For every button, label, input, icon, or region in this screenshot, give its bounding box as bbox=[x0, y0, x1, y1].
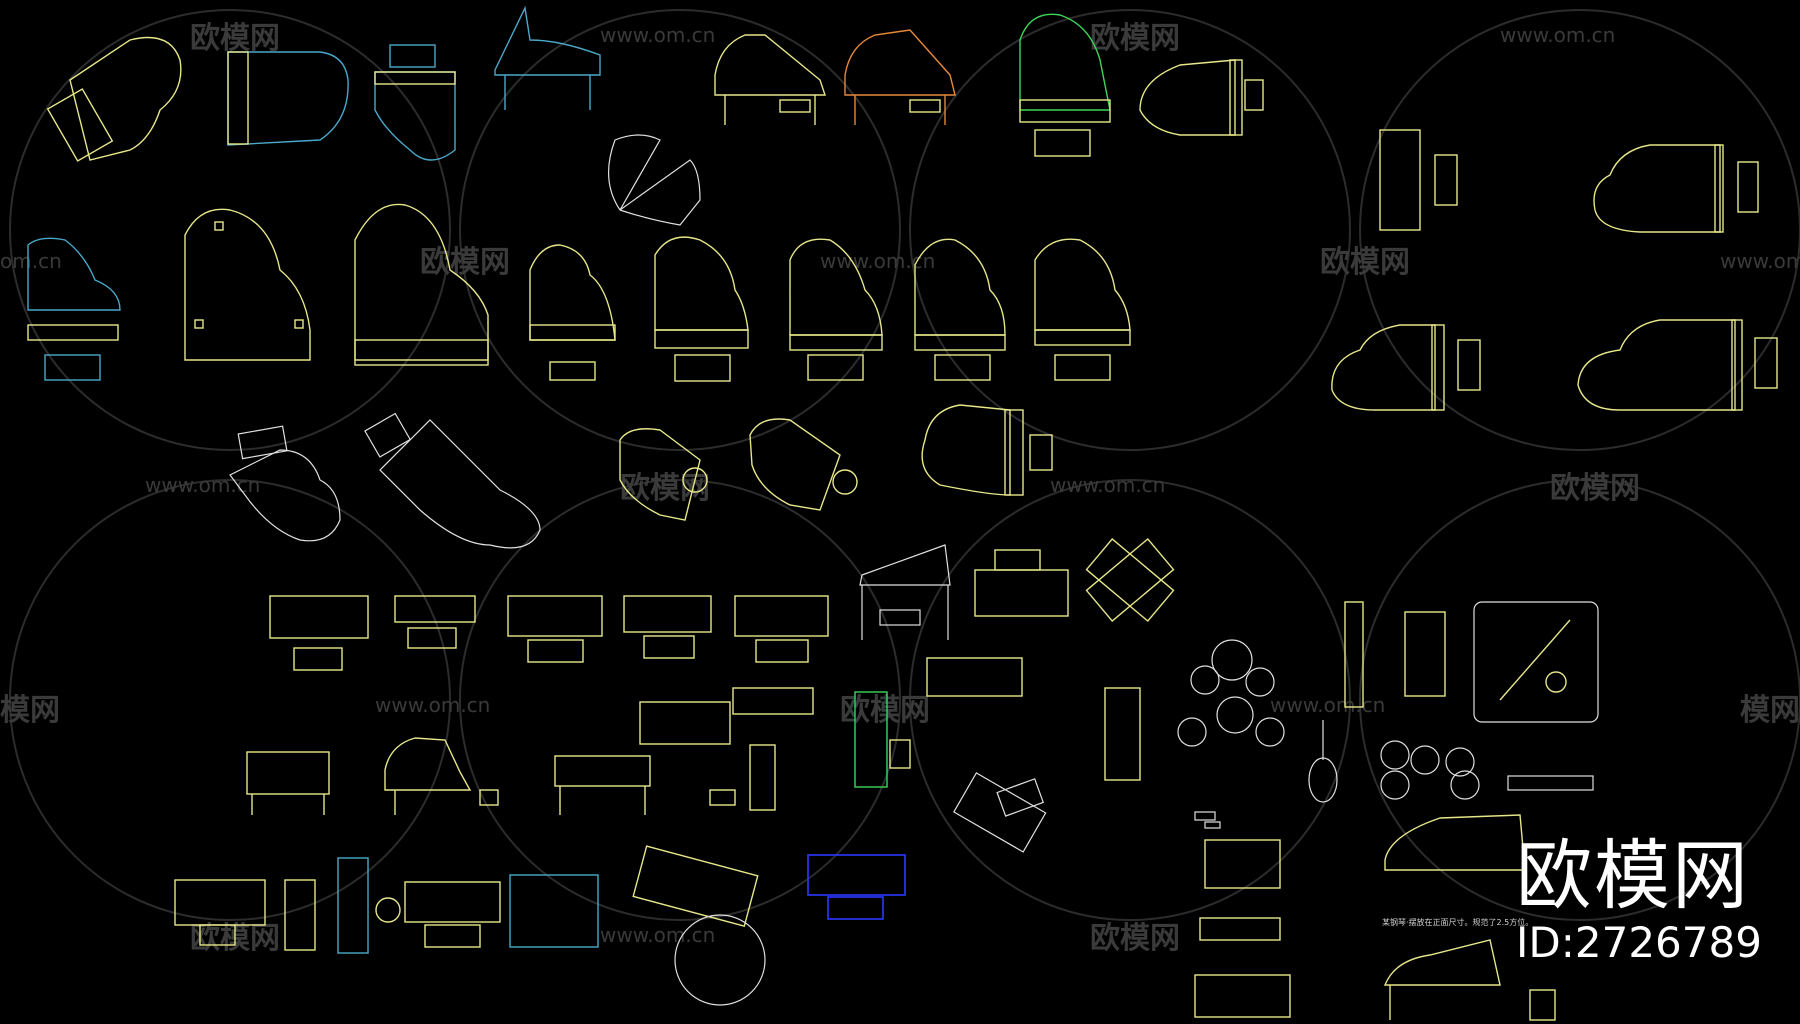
grand-piano-side-icon bbox=[494, 5, 601, 110]
watermark-brand: 欧模网 bbox=[420, 245, 510, 280]
grand-piano-top-icon bbox=[1019, 13, 1111, 157]
grand-piano-top-icon bbox=[914, 238, 1006, 381]
grand-piano-top-icon bbox=[354, 203, 489, 366]
grand-piano-top-icon bbox=[27, 237, 121, 381]
grand-piano-top-icon bbox=[1379, 129, 1458, 231]
guzheng-icon bbox=[1507, 775, 1594, 791]
watermark-url: www.om.cn bbox=[600, 923, 715, 947]
grand-piano-top-icon bbox=[607, 134, 701, 226]
upright-piano-icon bbox=[174, 879, 266, 946]
upright-piano-icon bbox=[734, 595, 829, 663]
grand-piano-top-icon bbox=[749, 418, 858, 511]
upright-piano-icon bbox=[394, 595, 476, 649]
brand-logo-text: 欧模网 bbox=[1516, 831, 1750, 920]
upright-piano-icon bbox=[509, 874, 599, 948]
upright-piano-icon bbox=[974, 549, 1069, 617]
upright-piano-icon bbox=[554, 687, 814, 815]
watermark-url: www.om.cn bbox=[1050, 473, 1165, 497]
grand-piano-top-icon bbox=[374, 44, 456, 161]
grand-piano-top-icon bbox=[227, 51, 349, 146]
upright-piano-icon bbox=[854, 657, 1023, 788]
drawing-caption: 某钢琴·摆放在正面尺寸。规范了2.5方位。 bbox=[1382, 917, 1533, 927]
grand-piano-top-icon bbox=[619, 428, 708, 521]
watermark-url: www.om.cn bbox=[375, 693, 490, 717]
grand-piano-top-icon bbox=[184, 208, 311, 361]
keyboard-icon bbox=[1404, 611, 1446, 697]
watermark-brand: 欧模网 bbox=[190, 21, 280, 56]
watermark-brand: 模网 bbox=[1740, 693, 1800, 728]
watermark-url: www.om.cn bbox=[1720, 249, 1800, 273]
watermark-url: www.om.cn bbox=[145, 473, 260, 497]
watermark-url: www.om.cn bbox=[1270, 693, 1385, 717]
brand-id: ID:2726789 bbox=[1516, 918, 1762, 967]
upright-piano-icon bbox=[246, 751, 330, 815]
upright-piano-icon bbox=[404, 881, 501, 948]
upright-piano-icon bbox=[269, 595, 369, 671]
grand-piano-top-icon bbox=[229, 425, 341, 542]
upright-piano-icon bbox=[507, 595, 603, 663]
watermark-brand: 欧模网 bbox=[1090, 21, 1180, 56]
grand-piano-top-icon bbox=[364, 412, 541, 549]
grand-piano-top-icon bbox=[654, 236, 749, 382]
upright-piano-icon bbox=[1104, 687, 1141, 781]
watermark-brand: 欧模网 bbox=[1090, 921, 1180, 956]
grand-piano-side-icon bbox=[714, 34, 826, 125]
keyboard-icon bbox=[807, 854, 906, 920]
guzheng-icon bbox=[1344, 601, 1364, 708]
watermark-url: om.cn bbox=[0, 249, 62, 273]
guitar-icon bbox=[1308, 720, 1338, 803]
keyboard-icon bbox=[1085, 537, 1175, 623]
watermark-brand: 欧模网 bbox=[620, 471, 710, 506]
grand-piano-top-icon bbox=[46, 36, 182, 162]
grand-piano-top-icon bbox=[1331, 324, 1481, 411]
grand-piano-top-icon bbox=[1577, 319, 1778, 411]
grand-piano-top-icon bbox=[789, 238, 883, 381]
grand-piano-side-icon bbox=[844, 29, 956, 125]
grand-piano-side-icon bbox=[1383, 814, 1556, 1021]
grand-piano-top-icon bbox=[1034, 238, 1131, 381]
grand-piano-top-icon bbox=[953, 772, 1047, 853]
watermark-url: www.om.cn bbox=[1500, 23, 1615, 47]
grand-piano-side-icon bbox=[859, 544, 951, 640]
watermarks: 欧模网 www.om.cn 欧模网 www.om.cn om.cn 欧模网 ww… bbox=[0, 21, 1800, 956]
watermark-brand: 模网 bbox=[0, 693, 60, 728]
guzheng-icon bbox=[1473, 601, 1599, 723]
drum-kit-icon bbox=[1177, 639, 1285, 747]
watermark-brand: 欧模网 bbox=[1320, 245, 1410, 280]
grand-piano-side-icon bbox=[384, 737, 499, 815]
grand-piano-top-icon bbox=[632, 845, 766, 1006]
watermark-brand: 欧模网 bbox=[1550, 471, 1640, 506]
upright-piano-icon bbox=[709, 744, 776, 811]
watermark-brand: 欧模网 bbox=[840, 693, 930, 728]
upright-piano-icon bbox=[337, 857, 401, 954]
grand-piano-top-icon bbox=[1139, 59, 1264, 136]
upright-piano-icon bbox=[623, 595, 712, 659]
upright-piano-icon bbox=[1194, 811, 1291, 1018]
watermark-url: www.om.cn bbox=[820, 249, 935, 273]
drum-kit-icon bbox=[1380, 740, 1480, 800]
watermark-circles bbox=[9, 9, 1800, 921]
grand-piano-top-icon bbox=[1593, 144, 1759, 233]
grand-piano-top-icon bbox=[921, 404, 1053, 496]
grand-piano-top-icon bbox=[529, 244, 616, 381]
upright-piano-icon bbox=[284, 879, 316, 951]
watermark-url: www.om.cn bbox=[600, 23, 715, 47]
